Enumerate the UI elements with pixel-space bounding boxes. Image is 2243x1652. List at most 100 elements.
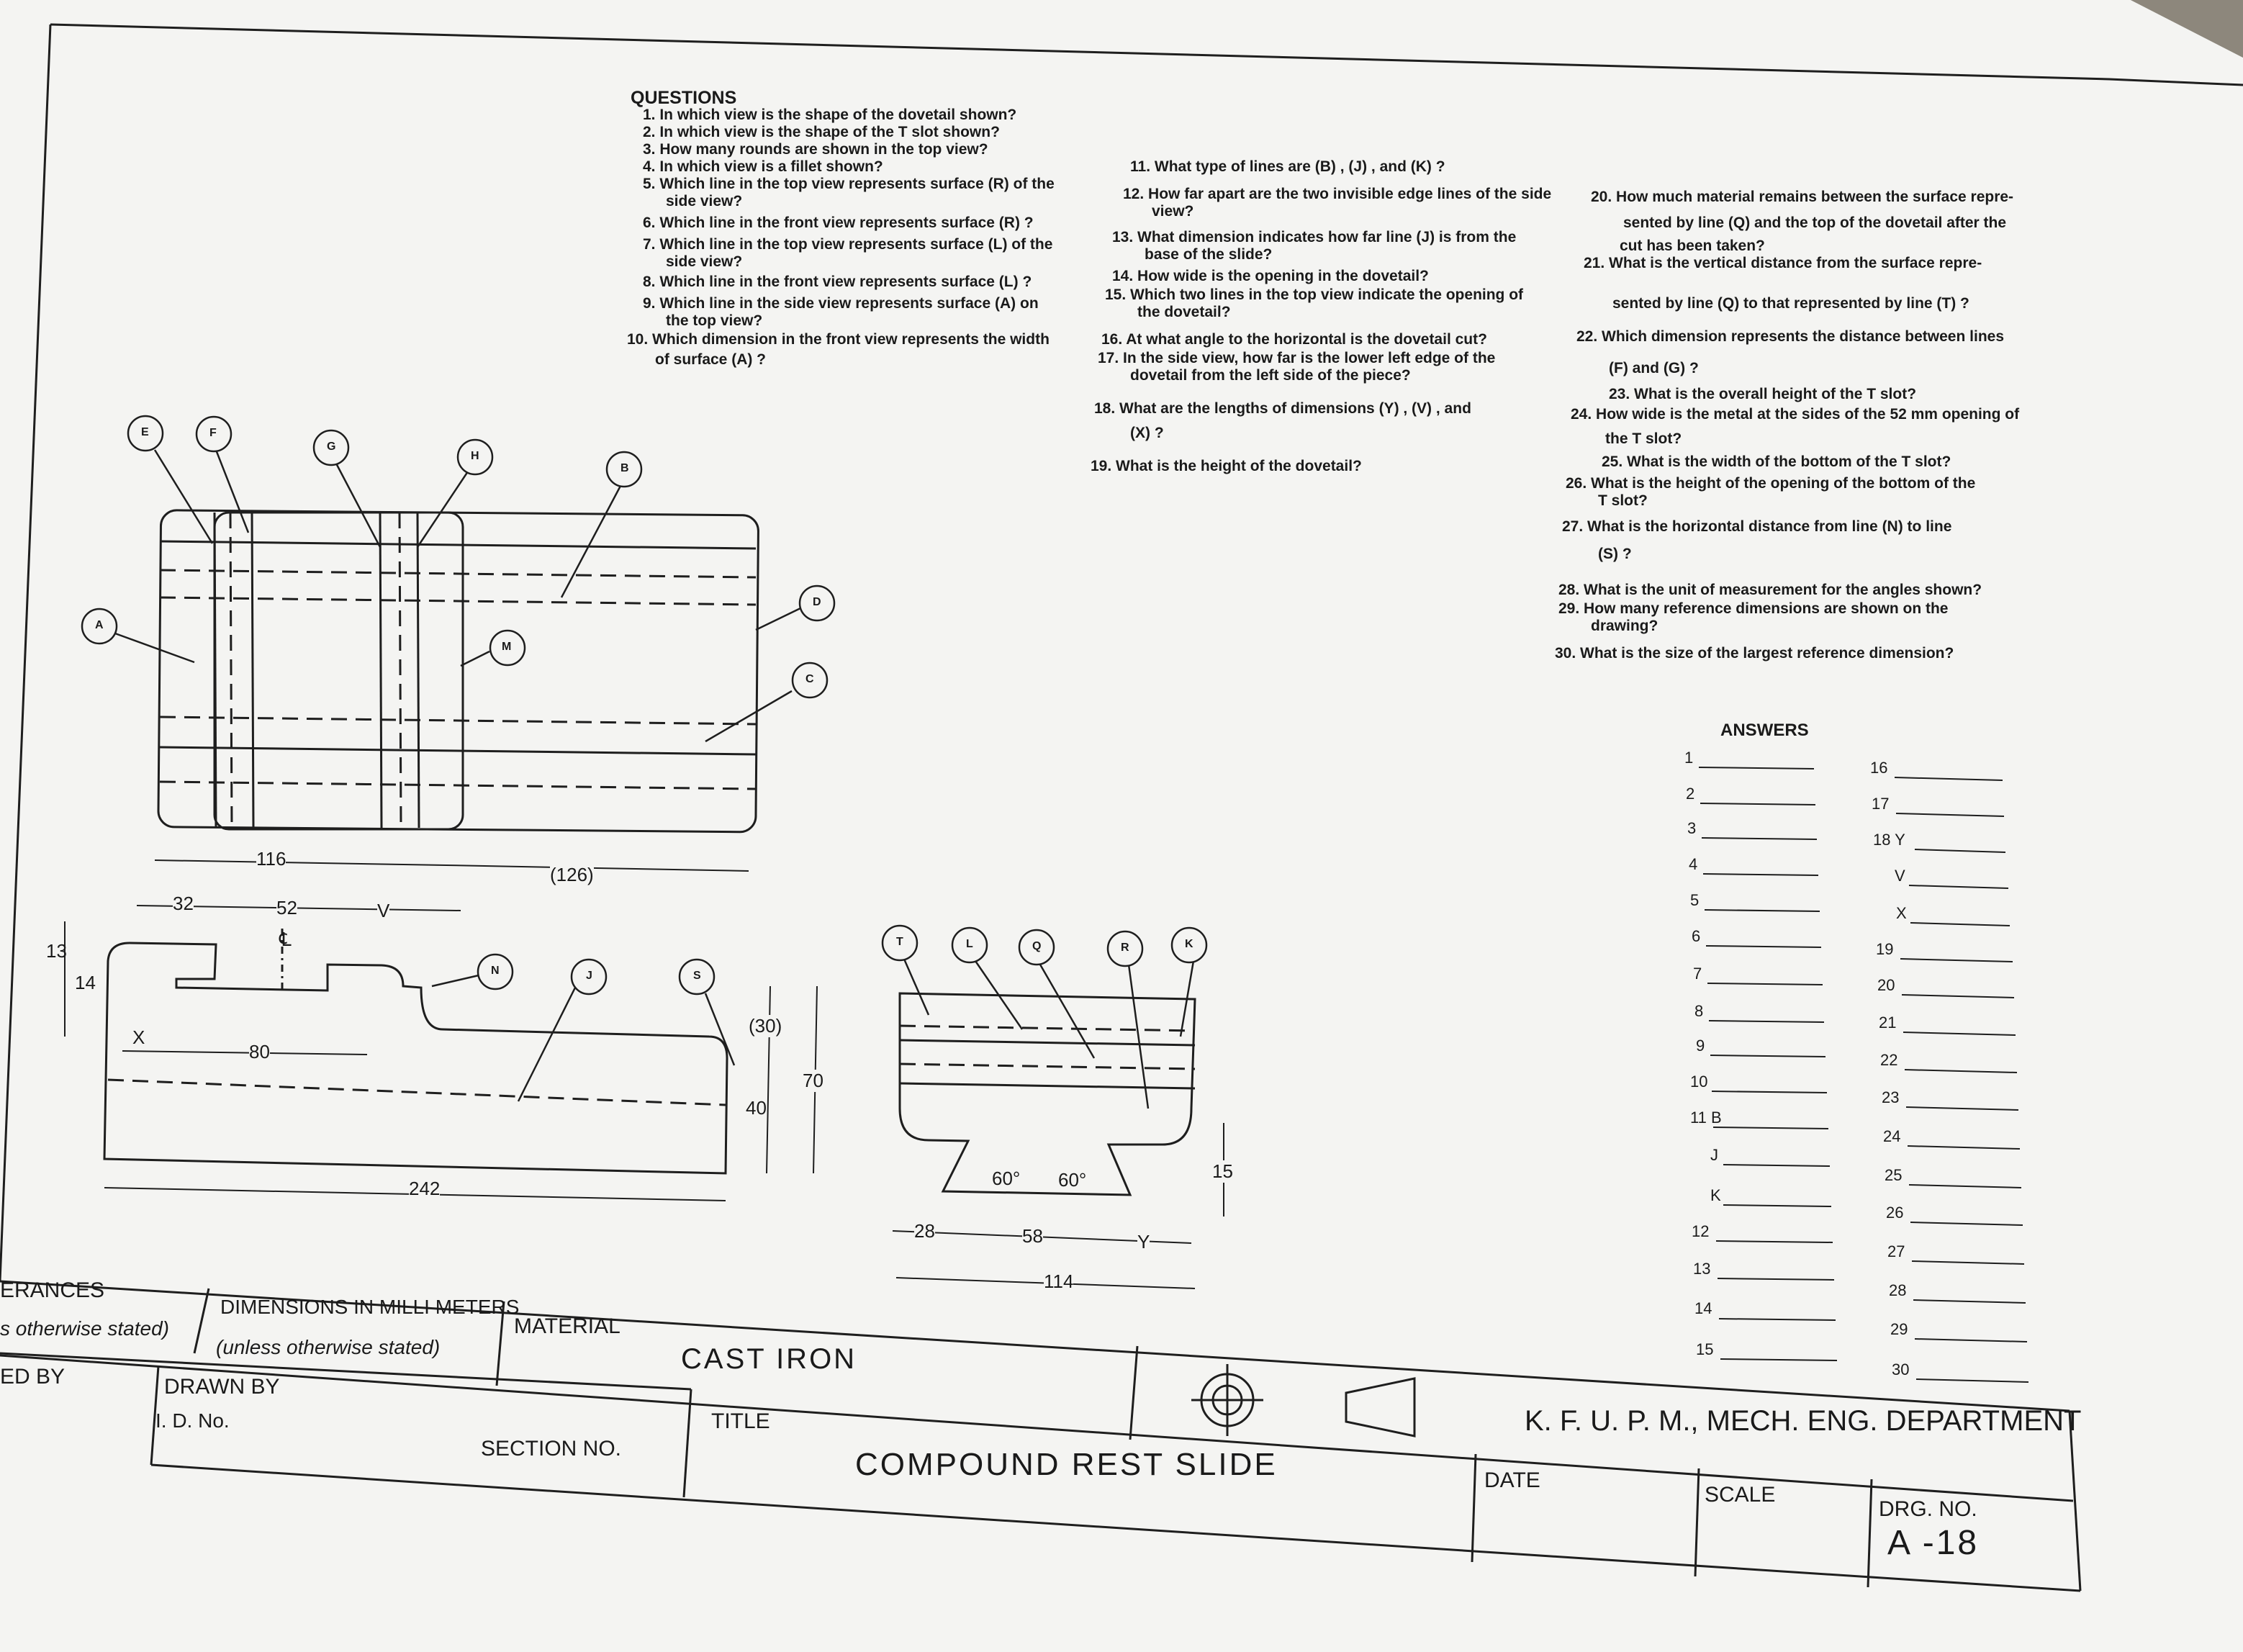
question-22-cont: (F) and (G) ? [1609, 360, 1699, 376]
front-view-hidden-line [107, 1078, 726, 1106]
answer-left-11b: 11 B [1690, 1109, 1722, 1127]
title-block-v2 [150, 1366, 160, 1466]
leader-t [902, 957, 930, 1016]
question-20: 20. How much material remains between th… [1591, 189, 2014, 205]
section-no-label: SECTION NO. [481, 1437, 622, 1461]
question-10: 10. Which dimension in the front view re… [627, 331, 1050, 348]
question-30: 30. What is the size of the largest refe… [1555, 645, 1954, 662]
answer-line-14 [1718, 1318, 1836, 1321]
tolerances-note: s otherwise stated) [0, 1317, 169, 1340]
question-18-cont: (X) ? [1130, 425, 1164, 441]
question-9-cont: the top view? [666, 312, 763, 329]
answer-left-7: 7 [1693, 965, 1702, 983]
callout-label-b: B [620, 462, 629, 474]
answer-right-29: 29 [1890, 1320, 1908, 1338]
answer-left-6: 6 [1692, 927, 1701, 945]
answer-line-15 [1720, 1358, 1838, 1361]
department-name: K. F. U. P. M., MECH. ENG. DEPARTMENT [1525, 1405, 2082, 1437]
dim-32: 32 [173, 893, 194, 915]
answer-line-27 [1911, 1260, 2025, 1265]
top-view-line-h [416, 512, 420, 829]
top-view-hidden-line-6 [398, 512, 402, 829]
callout-circle-r [1106, 930, 1144, 967]
callout-label-l: L [966, 938, 973, 950]
leader-s [704, 993, 736, 1066]
question-27: 27. What is the horizontal distance from… [1562, 518, 1952, 535]
answer-line-17 [1895, 813, 2005, 817]
callout-circle-k [1170, 926, 1208, 964]
callout-circle-l [951, 926, 988, 964]
answer-line-20 [1901, 994, 2015, 998]
callout-label-h: H [471, 450, 479, 462]
answer-left-8: 8 [1694, 1002, 1704, 1020]
callout-label-t: T [896, 936, 903, 948]
top-view-line-g [379, 512, 383, 829]
callout-label-r: R [1121, 942, 1129, 954]
answer-right-23: 23 [1882, 1088, 1900, 1106]
top-view-line-a [159, 540, 757, 550]
callout-label-d: D [813, 596, 821, 608]
callout-label-f: F [209, 427, 217, 439]
question-7: 7. Which line in the top view represents… [643, 236, 1053, 253]
question-17: 17. In the side view, how far is the low… [1098, 350, 1496, 366]
leader-h [416, 471, 469, 548]
answer-left-13: 13 [1693, 1260, 1711, 1278]
question-9: 9. Which line in the side view represent… [643, 295, 1039, 312]
answer-line-11j [1723, 1164, 1831, 1167]
question-29-cont: drawing? [1591, 618, 1658, 634]
callout-circle-t [881, 924, 919, 962]
question-5-cont: side view? [666, 193, 743, 209]
question-8: 8. Which line in the front view represen… [643, 274, 1032, 290]
dim-58: 58 [1022, 1225, 1043, 1247]
dim-242: 242 [409, 1178, 441, 1200]
dim-line-80 [122, 1050, 368, 1055]
leader-a [114, 632, 195, 664]
callout-circle-s [678, 958, 716, 996]
title-block-v8 [1867, 1479, 1873, 1588]
dim-line-116 [154, 859, 447, 866]
question-12-cont: view? [1152, 203, 1194, 220]
dim-13: 13 [46, 940, 67, 962]
dim-126: (126) [550, 864, 594, 886]
answer-line-8 [1708, 1020, 1825, 1023]
leader-b [560, 485, 622, 598]
answer-left-5: 5 [1690, 891, 1700, 909]
answer-line-13 [1717, 1278, 1835, 1281]
answer-left-3: 3 [1687, 819, 1697, 837]
dim-14: 14 [75, 972, 96, 993]
answer-line-2 [1700, 803, 1816, 805]
sheet-border-line [50, 23, 2243, 86]
callout-circle-b [605, 451, 643, 488]
answer-right-19: 19 [1876, 940, 1894, 958]
top-view-line-c [159, 746, 757, 756]
callout-label-k: K [1185, 938, 1193, 950]
side-view-outline [898, 992, 1196, 1196]
question-21: 21. What is the vertical distance from t… [1584, 255, 1982, 271]
centerline-symbol: ℄ [279, 929, 292, 950]
callout-label-s: S [693, 970, 701, 982]
answer-line-18v [1908, 885, 2009, 889]
question-24-cont: the T slot? [1605, 430, 1682, 447]
answer-line-30 [1915, 1378, 2029, 1383]
dimensions-label: DIMENSIONS IN MILLI METERS [220, 1296, 520, 1318]
question-11: 11. What type of lines are (B) , (J) , a… [1130, 158, 1445, 175]
question-26-cont: T slot? [1598, 492, 1648, 509]
callout-circle-j [570, 958, 608, 996]
answer-left-10: 10 [1690, 1073, 1708, 1091]
callout-circle-c [791, 662, 829, 699]
callout-label-n: N [491, 965, 500, 977]
callout-label-e: E [141, 426, 149, 438]
answer-line-12 [1715, 1240, 1833, 1243]
question-20-cont-2: cut has been taken? [1620, 238, 1765, 254]
answer-right-26: 26 [1886, 1204, 1904, 1222]
answer-right-17: 17 [1872, 795, 1890, 813]
drawn-by-value: I. D. No. [155, 1409, 230, 1432]
title-block-v1 [193, 1288, 210, 1354]
question-26: 26. What is the height of the opening of… [1566, 475, 1976, 492]
answer-line-5 [1704, 909, 1820, 912]
callout-label-q: Q [1032, 940, 1042, 952]
title-block-bottom-line [150, 1463, 2081, 1592]
question-18: 18. What are the lengths of dimensions (… [1094, 400, 1471, 417]
